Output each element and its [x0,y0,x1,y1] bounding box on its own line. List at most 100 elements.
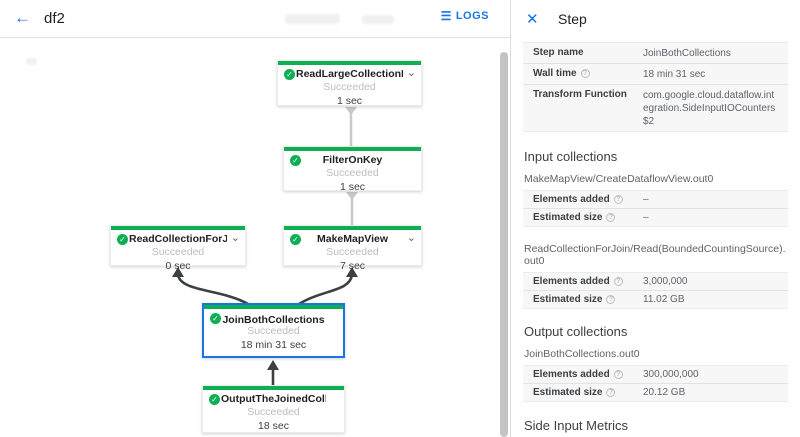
back-icon[interactable]: ← [14,8,31,27]
redacted-mark [26,58,37,65]
node-label: ReadLargeCollectionFr... [296,68,403,80]
graph-node-outputthejoined[interactable]: ✓ OutputTheJoinedCollec... Succeeded 18 … [202,385,345,433]
redacted-text [362,15,394,24]
step-panel-header: ✕ Step [511,0,800,42]
node-time: 18 min 31 sec [240,339,307,351]
node-status: Succeeded [247,325,300,337]
step-details-panel: ✕ Step Step name JoinBothCollections Wal… [511,0,800,437]
field-value: com.google.cloud.dataflow.integration.Si… [643,90,776,127]
close-icon[interactable]: ✕ [526,11,539,28]
metric-label: Elements added? [533,276,643,287]
step-summary-table: Step name JoinBothCollections Wall time?… [523,42,788,132]
metric-row: Estimated size? 20.12 GB [523,383,788,401]
logs-label: LOGS [455,10,489,22]
step-panel-body: Step name JoinBothCollections Wall time?… [511,42,800,437]
metric-row: Elements added? 300,000,000 [523,366,788,383]
field-label: Wall time? [533,68,643,81]
node-status: Succeeded [323,81,376,93]
graph-node-joinbothcollections[interactable]: ✓ JoinBothCollections Succeeded 18 min 3… [202,303,345,358]
chevron-down-icon[interactable]: ⌄ [406,67,416,79]
field-label: Transform Function [533,89,627,100]
success-check-icon: ✓ [290,234,301,245]
node-label: JoinBothCollections [222,314,325,326]
field-step-name: Step name JoinBothCollections [523,43,788,63]
collection-metrics: Elements added? – Estimated size? – [523,190,788,227]
job-graph-pane: ← df2 ☰ LOGS [0,0,511,437]
job-header: ← df2 ☰ LOGS [0,0,511,38]
node-label: OutputTheJoinedCollec... [221,393,326,405]
node-status-bar [204,305,343,309]
node-time: 7 sec [339,260,366,272]
chevron-down-icon[interactable]: ⌄ [230,232,240,244]
success-check-icon: ✓ [284,69,295,80]
help-icon[interactable]: ? [606,213,616,222]
collection-name: ReadCollectionForJoin/Read(BoundedCounti… [524,243,786,267]
metric-row: Estimated size? – [523,208,788,226]
field-label: Step name [533,47,584,58]
help-icon[interactable]: ? [606,388,616,397]
node-status-bar [284,226,421,230]
graph-node-filteronkey[interactable]: ✓ FilterOnKey Succeeded 1 sec [283,146,422,193]
help-icon[interactable]: ? [613,277,623,286]
graph-node-makemapview[interactable]: ✓ MakeMapView ⌄ Succeeded 7 sec [283,225,422,272]
metric-row: Elements added? – [523,191,788,208]
node-status-bar [203,386,344,390]
metric-value: 20.12 GB [643,387,686,398]
node-time: 1 sec [336,95,363,107]
help-icon[interactable]: ? [606,295,616,304]
success-check-icon: ✓ [290,155,301,166]
side-input-metrics-heading: Side Input Metrics [524,418,629,433]
collection-name: MakeMapView/CreateDataflowView.out0 [524,173,714,185]
success-check-icon: ✓ [117,234,128,245]
node-time: 1 sec [339,181,366,193]
metric-label: Estimated size? [533,294,643,305]
collection-metrics: Elements added? 3,000,000 Estimated size… [523,272,788,309]
chevron-down-icon[interactable]: ⌄ [406,232,416,244]
pipeline-graph: ✓ ReadLargeCollectionFr... ⌄ Succeeded 1… [0,38,511,437]
success-check-icon: ✓ [209,394,220,405]
metric-label: Elements added? [533,369,643,380]
metric-value: 3,000,000 [643,276,688,287]
output-collections-heading: Output collections [524,324,628,339]
redacted-text [285,14,340,24]
graph-edges [172,107,358,385]
node-status: Succeeded [326,167,379,179]
help-icon[interactable]: ? [613,195,623,204]
metric-value: 11.02 GB [643,294,685,305]
field-transform-function: Transform Function com.google.cloud.data… [523,84,788,131]
collection-metrics: Elements added? 300,000,000 Estimated si… [523,365,788,402]
metric-label: Estimated size? [533,387,643,398]
node-label: ReadCollectionForJoin [129,233,227,245]
node-status-bar [278,61,421,65]
node-status-bar [111,226,245,230]
metric-value: – [643,212,649,223]
graph-scrollbar[interactable] [500,52,508,437]
input-collections-heading: Input collections [524,149,618,164]
metric-value: – [643,194,649,205]
collection-name: JoinBothCollections.out0 [524,348,640,360]
field-value: 18 min 31 sec [643,69,706,80]
metric-label: Estimated size? [533,212,643,223]
logs-list-icon: ☰ [440,9,452,23]
node-status: Succeeded [151,246,205,258]
field-value: JoinBothCollections [643,48,731,59]
metric-row: Estimated size? 11.02 GB [523,290,788,308]
job-title: df2 [44,10,65,27]
graph-node-readcollectionforjoin[interactable]: ✓ ReadCollectionForJoin ⌄ Succeeded 0 se… [110,225,246,272]
success-check-icon: ✓ [210,313,221,324]
graph-node-readlargecollection[interactable]: ✓ ReadLargeCollectionFr... ⌄ Succeeded 1… [277,60,422,107]
panel-title: Step [558,11,587,27]
metric-label: Elements added? [533,194,643,205]
node-status: Succeeded [326,246,379,258]
node-time: 18 sec [258,420,289,432]
node-status: Succeeded [247,406,300,418]
help-icon[interactable]: ? [613,370,623,379]
logs-button[interactable]: ☰ LOGS [441,10,489,22]
field-wall-time: Wall time? 18 min 31 sec [523,63,788,84]
help-icon[interactable]: ? [580,69,590,78]
node-label: MakeMapView [316,233,388,245]
metric-value: 300,000,000 [643,369,699,380]
pane-divider [510,0,511,437]
node-time: 0 sec [165,260,191,272]
